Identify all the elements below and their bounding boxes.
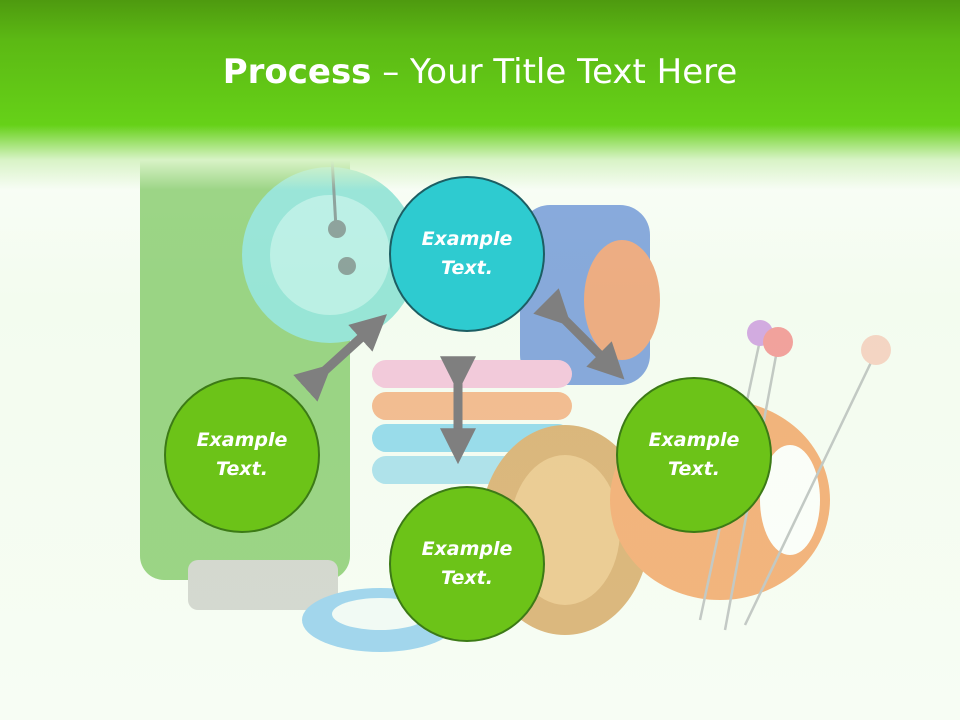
node-bottom-label: Example Text. (421, 538, 513, 589)
node-top-label: Example Text. (421, 228, 513, 279)
node-right-label: Example Text. (648, 429, 740, 480)
title-bold: Process (222, 52, 372, 92)
title-bar (0, 0, 960, 190)
arrow-right (533, 288, 625, 380)
slide-title: Process – Your Title Text Here (0, 52, 960, 92)
node-left: Example Text. (164, 377, 320, 533)
node-right: Example Text. (616, 377, 772, 533)
title-rest: – Your Title Text Here (371, 52, 738, 92)
node-top: Example Text. (389, 176, 545, 332)
node-left-label: Example Text. (196, 429, 288, 480)
node-bottom: Example Text. (389, 486, 545, 642)
arrow-left (293, 314, 387, 402)
